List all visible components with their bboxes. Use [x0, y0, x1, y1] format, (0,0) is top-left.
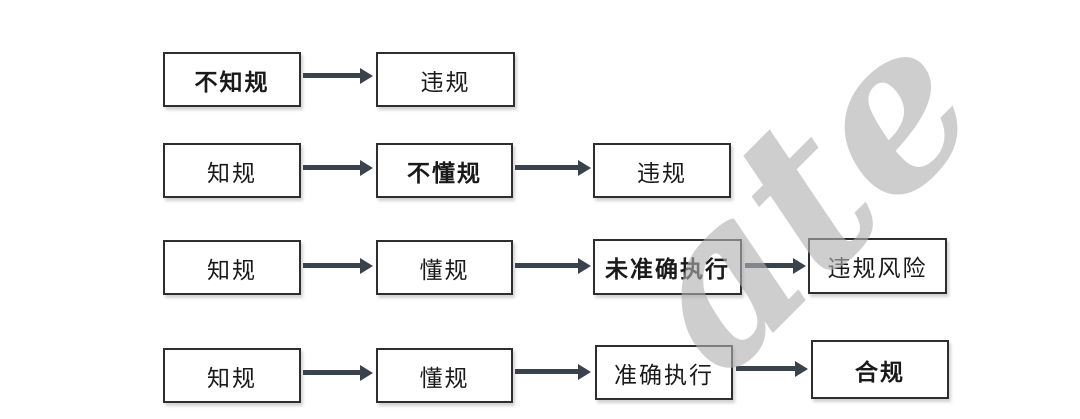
box-label: 合规 — [855, 358, 905, 386]
box-label: 违规 — [420, 69, 471, 96]
box-label: 不知规 — [194, 68, 270, 96]
arrow-right-icon — [745, 257, 806, 274]
box-label: 懂规 — [419, 365, 470, 392]
arrow-right-icon — [303, 67, 373, 84]
arrow-right-icon — [515, 159, 591, 176]
box-know-rules: 知规 — [163, 348, 301, 403]
box-violation: 违规 — [376, 52, 515, 107]
arrow-right-icon — [303, 257, 373, 274]
box-label: 不懂规 — [407, 159, 482, 187]
box-violation: 违规 — [593, 143, 731, 198]
box-accurate-execution: 准确执行 — [595, 345, 733, 400]
box-compliance: 合规 — [811, 340, 949, 399]
arrow-right-icon — [515, 363, 591, 380]
box-understand-rules: 懂规 — [376, 348, 513, 403]
box-label: 知规 — [207, 160, 257, 187]
box-label: 知规 — [207, 365, 257, 392]
box-label: 违规风险 — [827, 256, 928, 282]
box-label: 违规 — [637, 160, 687, 187]
arrow-right-icon — [303, 159, 373, 176]
arrow-right-icon — [303, 364, 373, 381]
arrow-right-icon — [515, 257, 591, 274]
box-label: 未准确执行 — [605, 256, 730, 283]
box-violation-risk: 违规风险 — [808, 238, 947, 294]
arrow-right-icon — [736, 360, 808, 377]
box-not-know-rules: 不知规 — [163, 52, 301, 107]
box-label: 懂规 — [419, 257, 470, 284]
box-understand-rules: 懂规 — [376, 240, 513, 295]
box-inaccurate-execution: 未准确执行 — [593, 239, 742, 295]
box-not-understand-rules: 不懂规 — [376, 143, 513, 198]
box-know-rules: 知规 — [163, 240, 301, 295]
box-know-rules: 知规 — [163, 143, 301, 198]
box-label: 准确执行 — [614, 362, 714, 389]
box-label: 知规 — [207, 257, 257, 284]
